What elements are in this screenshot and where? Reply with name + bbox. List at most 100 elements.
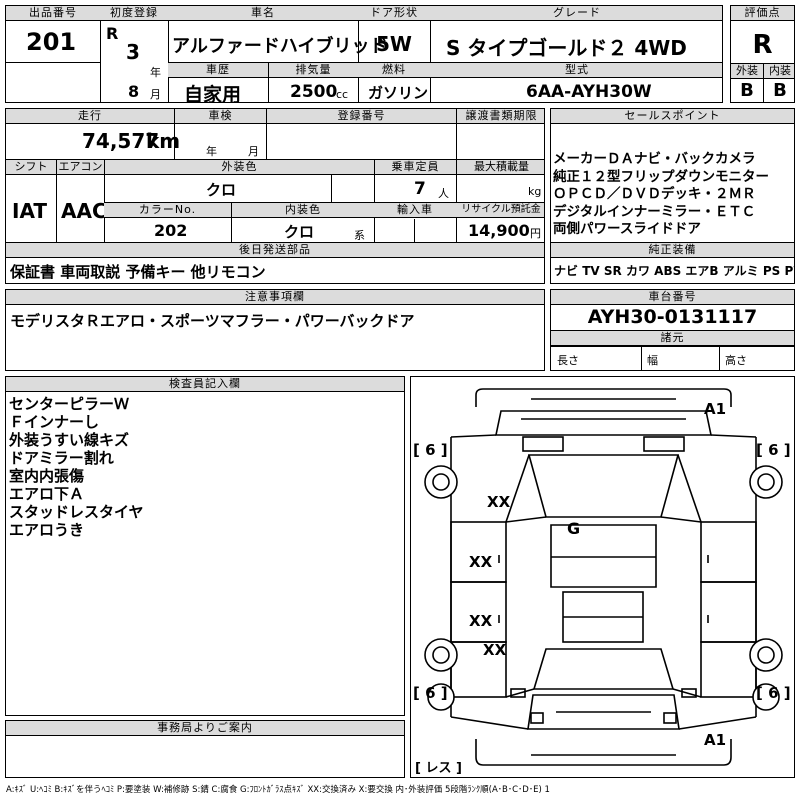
equip-item: PW <box>784 264 794 278</box>
capacity: 7 <box>414 179 426 199</box>
intcolor-unit: 系 <box>354 229 365 242</box>
inspector-line: エアロうき <box>9 521 85 539</box>
delivery-parts: 保証書 車両取説 予備キー 他リモコン <box>10 263 266 281</box>
exterior-score: B <box>740 80 754 101</box>
inspector-line: ドアミラー割れ <box>9 449 114 467</box>
sales-line: 純正１２型フリップダウンモニター <box>553 168 769 185</box>
interior-score: B <box>773 80 787 101</box>
spare-tire: [ レス ] <box>415 761 462 776</box>
sales-line: ＯＰＣＤ／ＤＶＤデッキ・２ＭＲ <box>553 186 756 202</box>
grade-label: グレード <box>430 6 722 21</box>
inspector-line: エアロ下Ａ <box>9 485 85 503</box>
equipment-list: ナビ TV SR カワ ABS エアB アルミ PS PW <box>554 262 794 279</box>
score-section: 評価点 R 外装 内装 B B <box>730 5 795 103</box>
chassis-label: 車台番号 <box>551 290 794 305</box>
capacity-label: 乗車定員 <box>374 160 456 175</box>
equip-item: アルミ <box>722 264 759 278</box>
notes-section: 注意事項欄 モデリスタＲエアロ・スポーツマフラー・パワーバックドア <box>5 289 545 371</box>
door-type: 5W <box>376 32 412 56</box>
tire-rear-right: [ 6 ] <box>756 684 791 702</box>
score: R <box>752 30 773 60</box>
load-label: 最大積載量 <box>456 160 544 175</box>
damage-g: G <box>567 519 581 538</box>
equip-item: エアB <box>685 264 719 278</box>
year-unit: 年 <box>150 66 161 79</box>
equip-item: SR <box>603 264 622 278</box>
inspector-line: 室内内張傷 <box>9 467 85 485</box>
history: 自家用 <box>184 84 242 103</box>
equip-item: ABS <box>654 264 682 278</box>
tire-front-left: [ 6 ] <box>413 441 448 459</box>
equip-item: TV <box>582 264 600 278</box>
door-label: ドア形状 <box>358 6 430 21</box>
height-label: 高さ <box>725 354 747 367</box>
lot-number: 201 <box>26 28 77 56</box>
mileage: 74,577 <box>82 129 160 153</box>
lot-label: 出品番号 <box>6 6 100 21</box>
mileage-unit: km <box>146 129 181 153</box>
tire-rear-left: [ 6 ] <box>413 684 448 702</box>
equip-item: ナビ <box>554 264 579 278</box>
inspector-line: センターピラーＷ <box>9 395 130 413</box>
inspector-label: 検査員記入欄 <box>6 377 404 392</box>
length-label: 長さ <box>557 354 579 367</box>
interior-label: 内装 <box>764 64 794 79</box>
damage-xx-1: XX <box>487 493 511 511</box>
tire-front-right: [ 6 ] <box>756 441 791 459</box>
notes-text: モデリスタＲエアロ・スポーツマフラー・パワーバックドア <box>10 312 415 330</box>
capacity-unit: 人 <box>438 187 449 200</box>
reg-year: 3 <box>126 40 140 64</box>
first-reg-label: 初度登録 <box>100 6 168 21</box>
damage-xx-4: XX <box>483 641 507 659</box>
chassis-number: AYH30-0131117 <box>587 306 758 328</box>
spec-section: 走行 車検 登録番号 譲渡書類期限 74,577 km 年 月 シフト エアコン… <box>5 108 545 284</box>
transfer-label: 譲渡書類期限 <box>456 109 544 124</box>
chassis-section: 車台番号 AYH30-0131117 諸元 長さ 幅 高さ <box>550 289 795 371</box>
recycle-label: リサイクル預託金 <box>456 203 544 218</box>
ac: AAC <box>61 199 107 223</box>
dims-label: 諸元 <box>551 331 794 346</box>
sales-line: 両側パワースライドドア <box>553 221 701 237</box>
sales-line: デジタルインナーミラー・ＥＴＣ <box>553 203 756 220</box>
legend: A:ｷｽﾞ U:ﾍｺﾐ B:ｷｽﾞを伴うﾍｺﾐ P:要塗装 W:補修跡 S:錆 … <box>6 785 550 795</box>
equip-item: カワ <box>625 264 650 278</box>
grade: S タイプゴールド２ 4WD <box>446 36 687 60</box>
equip-item: PS <box>762 264 781 278</box>
sales-section: セールスポイント メーカーＤＡナビ・バックカメラ 純正１２型フリップダウンモニタ… <box>550 108 795 284</box>
sales-points: メーカーＤＡナビ・バックカメラ 純正１２型フリップダウンモニター ＯＰＣＤ／ＤＶ… <box>553 151 769 239</box>
delivery-label: 後日発送部品 <box>6 243 544 258</box>
ac-label: エアコン <box>56 160 104 175</box>
header-section: 出品番号 初度登録 車名 ドア形状 グレード 201 R 3 年 8 月 アルフ… <box>5 5 723 103</box>
office-label: 事務局よりご案内 <box>6 721 404 736</box>
score-label: 評価点 <box>731 6 794 21</box>
inspection-label: 車検 <box>174 109 266 124</box>
sales-label: セールスポイント <box>551 109 794 124</box>
interior-color: クロ <box>284 223 315 241</box>
model-label: 型式 <box>430 63 722 78</box>
shift-label: シフト <box>6 160 56 175</box>
equip-label: 純正装備 <box>551 243 794 258</box>
inspection-month-unit: 月 <box>248 145 259 158</box>
damage-xx-2: XX <box>469 553 493 571</box>
intcolor-label: 内装色 <box>231 203 374 218</box>
inspection-year-unit: 年 <box>206 145 217 158</box>
model: 6AA-AYH30W <box>526 82 652 102</box>
colorno-label: カラーNo. <box>104 203 231 218</box>
name-label: 車名 <box>168 6 358 21</box>
month-unit: 月 <box>150 88 161 101</box>
inspector-line: 外装うすい線キズ <box>9 431 130 449</box>
shift: IAT <box>12 199 48 223</box>
displacement-unit: cc <box>336 88 349 101</box>
inspector-notes: センターピラーＷ Ｆインナーし 外装うすい線キズ ドアミラー割れ 室内内張傷 エ… <box>9 395 144 539</box>
exterior-label: 外装 <box>731 64 763 79</box>
displacement-label: 排気量 <box>268 63 358 78</box>
notes-label: 注意事項欄 <box>6 290 544 305</box>
sales-line: メーカーＤＡナビ・バックカメラ <box>553 151 756 167</box>
recycle-unit: 円 <box>530 227 541 240</box>
inspector-line: スタッドレスタイヤ <box>9 503 144 521</box>
fuel: ガソリン <box>368 84 429 102</box>
width-label: 幅 <box>647 354 658 367</box>
fuel-label: 燃料 <box>358 63 430 78</box>
reg-month: 8 <box>128 82 140 101</box>
car-diagram: A1 A1 G XX XX XX XX [ 6 ] [ 6 ] [ 6 ] [ … <box>410 376 795 778</box>
